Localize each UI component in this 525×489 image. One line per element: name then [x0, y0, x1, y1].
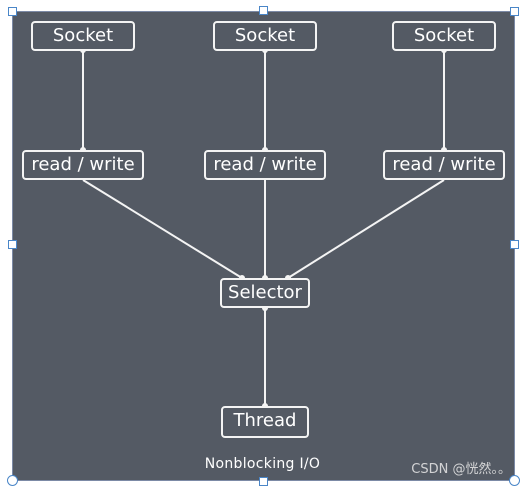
resize-handle-right[interactable]	[510, 240, 519, 249]
read-write-node-3[interactable]: read / write	[383, 150, 505, 180]
diagram-caption: Nonblocking I/O	[204, 456, 321, 472]
socket-node-3[interactable]: Socket	[392, 21, 496, 51]
resize-handle-top[interactable]	[259, 6, 268, 15]
resize-handle-bottom-left[interactable]	[7, 475, 18, 486]
read-write-node-1[interactable]: read / write	[22, 150, 144, 180]
read-write-label: read / write	[392, 154, 496, 175]
read-write-label: read / write	[31, 154, 135, 175]
thread-node[interactable]: Thread	[221, 406, 309, 438]
diagram-panel[interactable]	[12, 11, 515, 481]
socket-label: Socket	[234, 25, 296, 46]
read-write-label: read / write	[213, 154, 317, 175]
socket-node-2[interactable]: Socket	[213, 21, 317, 51]
watermark: CSDN @恍然。。	[411, 462, 511, 477]
socket-label: Socket	[52, 25, 114, 46]
resize-handle-bottom-right[interactable]	[509, 475, 520, 486]
socket-node-1[interactable]: Socket	[31, 21, 135, 51]
resize-handle-left[interactable]	[8, 240, 17, 249]
read-write-node-2[interactable]: read / write	[204, 150, 326, 180]
connector-rw1-selector	[82, 179, 243, 279]
socket-label: Socket	[413, 25, 475, 46]
thread-label: Thread	[233, 410, 297, 431]
selector-label: Selector	[228, 282, 302, 303]
connector-rw3-selector	[287, 179, 445, 279]
selector-node[interactable]: Selector	[220, 278, 310, 308]
resize-handle-bottom[interactable]	[259, 477, 268, 486]
resize-handle-top-right[interactable]	[510, 7, 519, 16]
resize-handle-top-left[interactable]	[8, 7, 17, 16]
